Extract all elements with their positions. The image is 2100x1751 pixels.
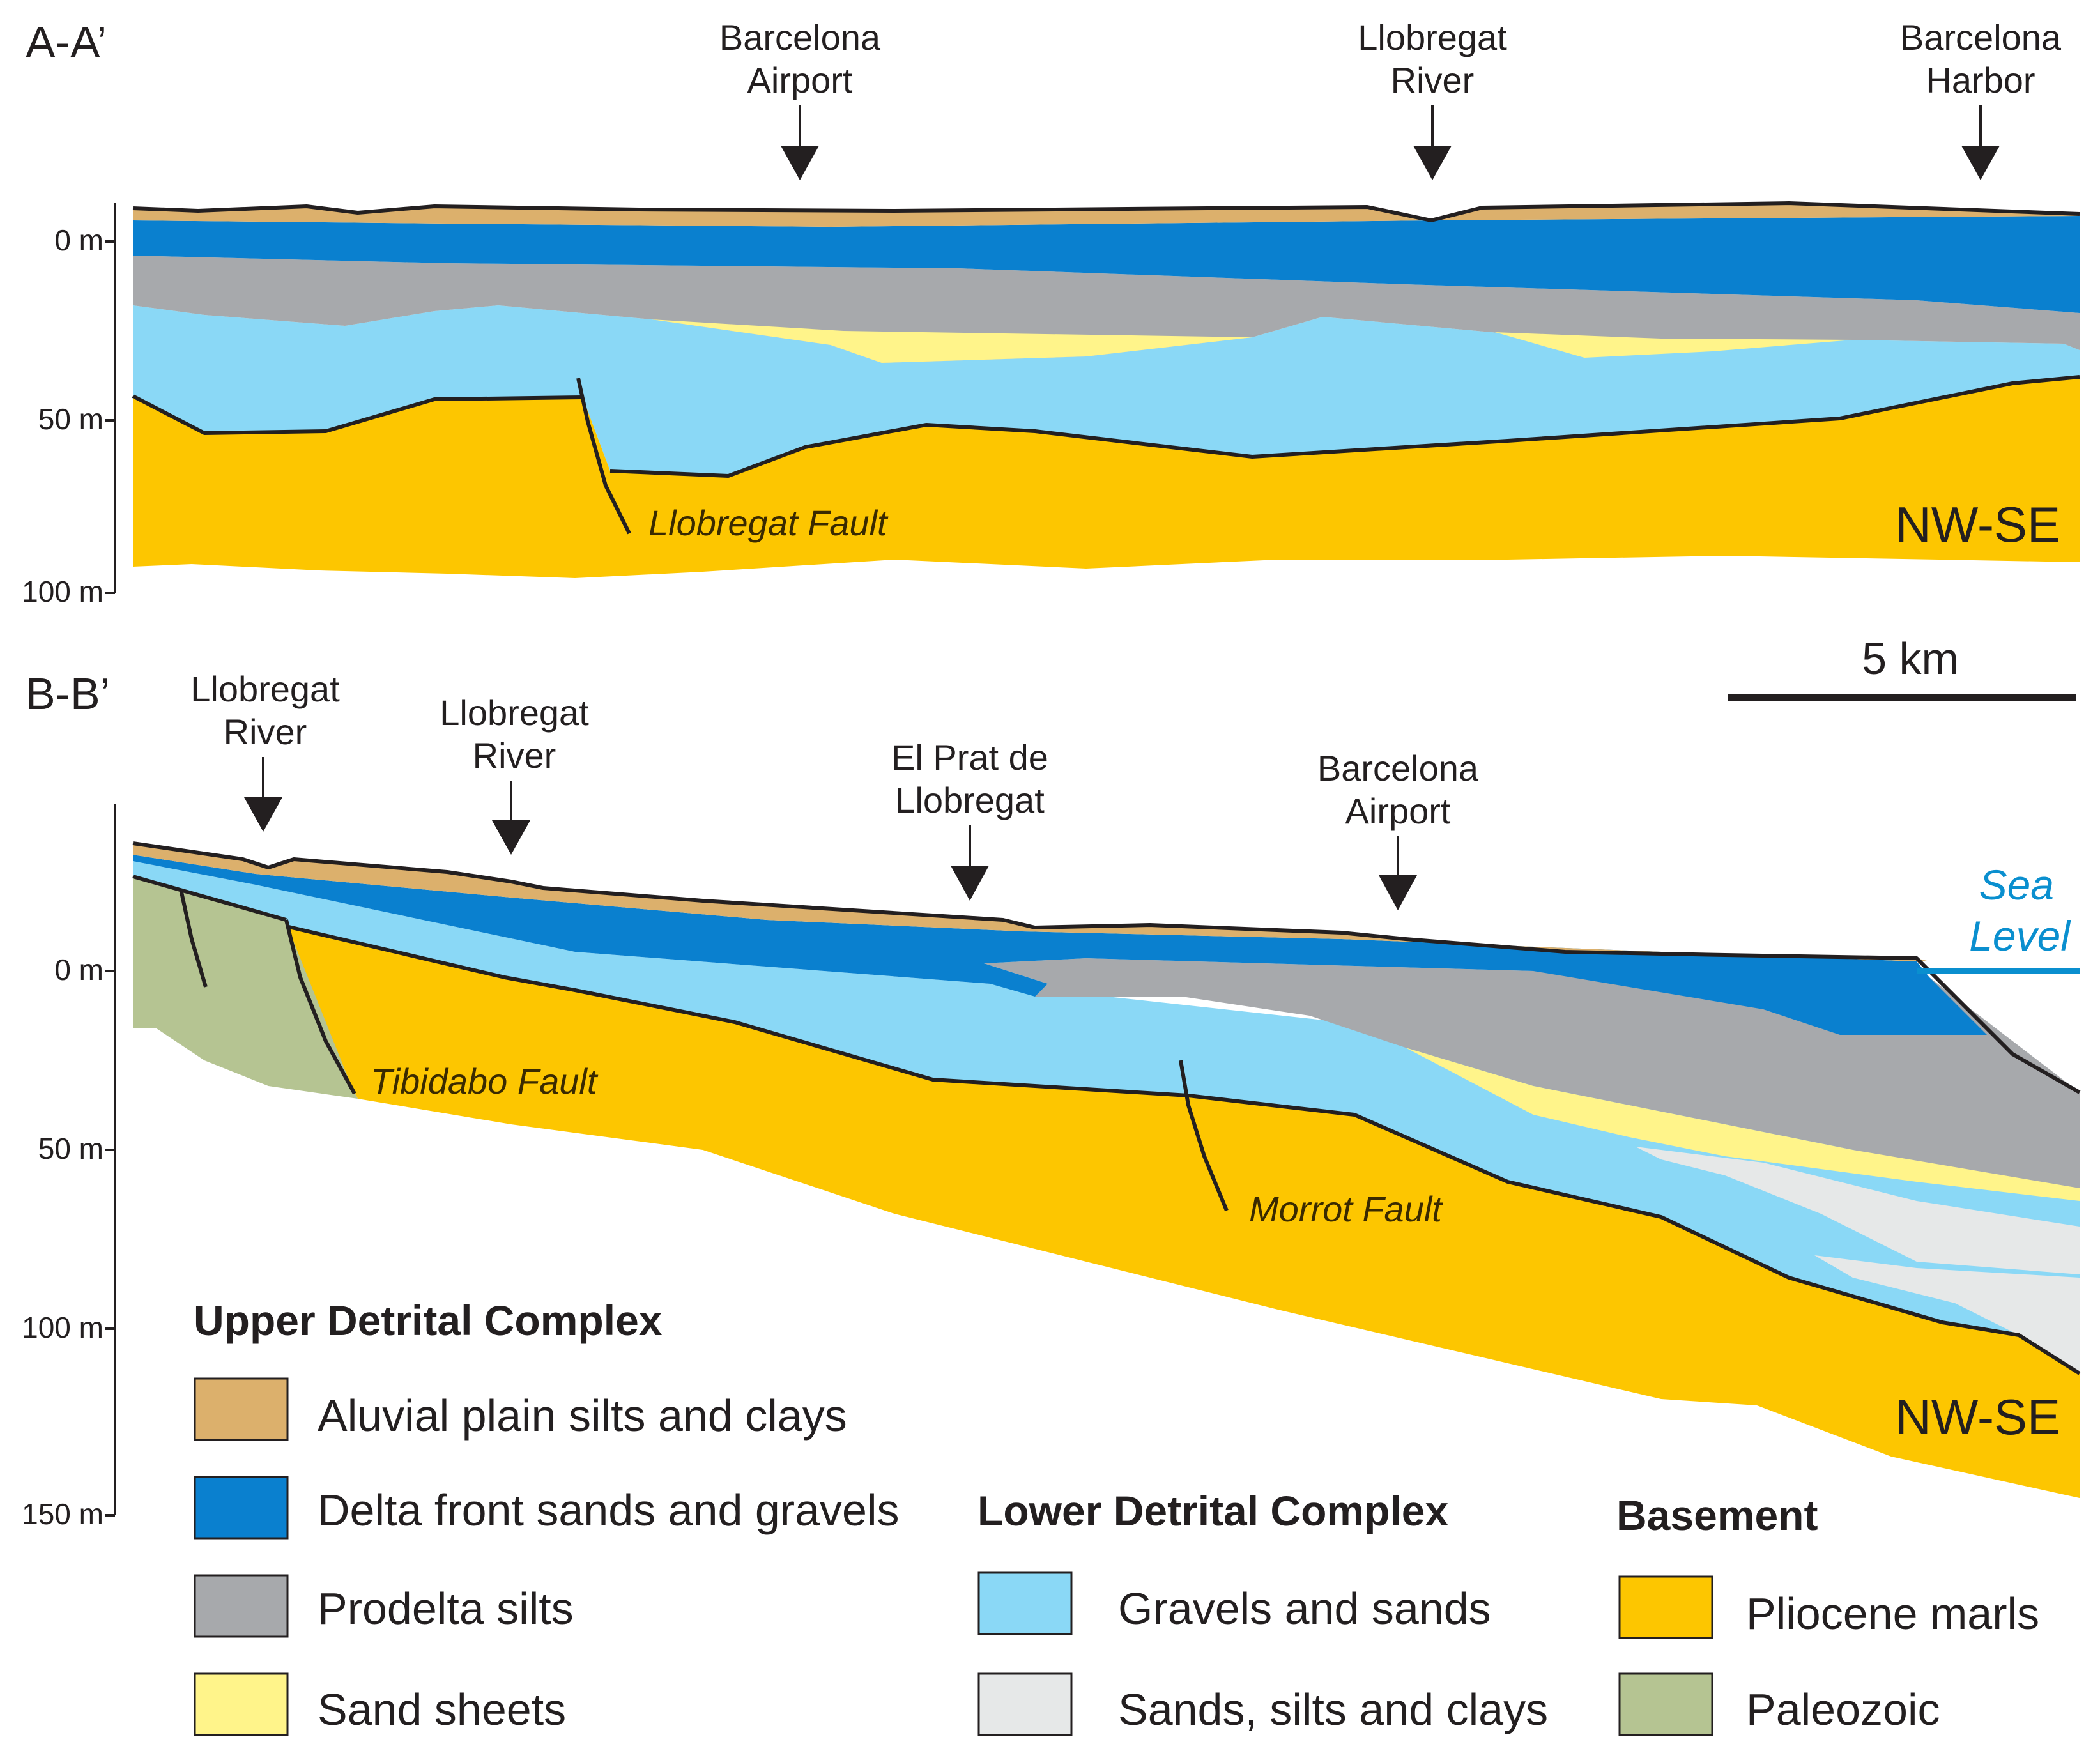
svg-text:River: River xyxy=(1391,60,1475,100)
legend-item-gravels-sands: Gravels and sands xyxy=(1118,1584,1491,1633)
b-sands-silts-clays-1 xyxy=(1636,1147,2080,1274)
sea-level-label-line1: Sea xyxy=(1979,861,2054,908)
a-depth-axis: 0 m 50 m 100 m xyxy=(22,203,116,608)
a-marker-barcelona-harbor: Barcelona Harbor xyxy=(1900,17,2062,180)
a-orientation-label: NW-SE xyxy=(1895,496,2060,553)
b-depth-axis: 0 m 50 m 100 m 150 m xyxy=(22,804,116,1531)
b-gravels-sands-layer xyxy=(133,861,2080,1373)
legend: Upper Detrital Complex Aluvial plain sil… xyxy=(194,1297,2039,1736)
tibidabo-fault-label: Tibidabo Fault xyxy=(371,1061,599,1101)
b-marker-el-prat: El Prat de Llobregat xyxy=(891,737,1048,901)
a-pliocene-layer xyxy=(133,377,2080,578)
legend-item-paleozoic: Paleozoic xyxy=(1746,1685,1940,1734)
svg-text:El Prat de: El Prat de xyxy=(891,737,1048,777)
svg-text:Barcelona: Barcelona xyxy=(1317,748,1479,788)
paleozoic-fault-line xyxy=(179,889,208,988)
b-marker-barcelona-airport: Barcelona Airport xyxy=(1317,748,1479,910)
b-sands-silts-clays-2 xyxy=(1814,1255,2080,1373)
swatch-paleozoic xyxy=(1618,1672,1713,1736)
swatch-pliocene xyxy=(1618,1575,1713,1639)
b-marker-llobregat-river-1: Llobregat River xyxy=(190,669,340,832)
a-tick-0: 0 m xyxy=(54,224,103,257)
a-tick-100: 100 m xyxy=(22,575,103,608)
a-surface-line xyxy=(132,201,2080,222)
legend-lower-detrital: Lower Detrital Complex Gravels and sands… xyxy=(977,1487,1548,1736)
svg-text:Harbor: Harbor xyxy=(1926,60,2035,100)
swatch-gravels-sands xyxy=(977,1571,1073,1635)
swatch-delta-front xyxy=(194,1476,289,1540)
morrot-fault-line xyxy=(1179,1060,1229,1212)
b-tick-0: 0 m xyxy=(54,953,103,986)
b-pliocene-layer xyxy=(286,926,2080,1498)
legend-heading-basement: Basement xyxy=(1616,1492,1818,1539)
a-sand-sheet-1 xyxy=(652,319,1252,363)
a-alluvial-layer xyxy=(133,203,2080,227)
legend-item-alluvial: Aluvial plain silts and clays xyxy=(318,1391,847,1441)
swatch-alluvial xyxy=(194,1377,289,1441)
svg-text:Airport: Airport xyxy=(1345,791,1451,831)
b-paleozoic-top-line xyxy=(132,875,287,922)
down-arrow-icon xyxy=(492,820,530,855)
legend-item-sands-silts-clays: Sands, silts and clays xyxy=(1118,1685,1548,1734)
llobregat-fault-line xyxy=(576,378,631,535)
b-surface-line xyxy=(132,841,2081,1094)
b-marker-llobregat-river-2: Llobregat River xyxy=(440,692,589,855)
svg-text:Barcelona: Barcelona xyxy=(719,17,881,57)
down-arrow-icon xyxy=(1413,146,1452,180)
tibidabo-fault-line xyxy=(284,919,356,1095)
b-tick-150: 150 m xyxy=(22,1497,103,1531)
legend-item-prodelta: Prodelta silts xyxy=(318,1584,574,1633)
b-basement-top-line xyxy=(286,924,2081,1375)
svg-text:Llobregat: Llobregat xyxy=(190,669,340,709)
svg-text:Barcelona: Barcelona xyxy=(1900,17,2062,57)
swatch-prodelta xyxy=(194,1574,289,1638)
svg-text:River: River xyxy=(473,735,556,776)
legend-heading-upper: Upper Detrital Complex xyxy=(194,1297,663,1344)
scale-bar: 5 km xyxy=(1728,634,2076,701)
section-a-title: A-A’ xyxy=(26,17,107,67)
b-tick-50: 50 m xyxy=(38,1132,103,1165)
svg-text:Llobregat: Llobregat xyxy=(440,692,589,733)
legend-upper-detrital: Upper Detrital Complex Aluvial plain sil… xyxy=(194,1297,900,1736)
svg-text:Llobregat: Llobregat xyxy=(895,780,1045,820)
down-arrow-icon xyxy=(1379,875,1417,910)
b-orientation-label: NW-SE xyxy=(1895,1389,2060,1445)
b-delta-front-layer xyxy=(133,855,1987,1035)
a-delta-front-layer xyxy=(133,216,2080,313)
sea-level-label-line2: Level xyxy=(1969,912,2071,960)
swatch-sand-sheets xyxy=(194,1672,289,1736)
a-marker-barcelona-airport: Barcelona Airport xyxy=(719,17,881,180)
section-a: A-A’ Llobregat Fault 0 m 50 m 100 m xyxy=(22,17,2080,608)
legend-item-delta-front: Delta front sands and gravels xyxy=(318,1485,900,1535)
a-sand-sheet-2 xyxy=(1495,332,1853,358)
legend-basement: Basement Pliocene marls Paleozoic xyxy=(1616,1492,2039,1736)
a-basement-top-line xyxy=(132,375,2080,478)
svg-text:River: River xyxy=(224,712,307,752)
legend-item-sand-sheets: Sand sheets xyxy=(318,1685,566,1734)
down-arrow-icon xyxy=(781,146,819,180)
b-sand-sheet xyxy=(1406,1048,2080,1201)
swatch-sands-silts-clays xyxy=(977,1672,1073,1736)
legend-heading-lower: Lower Detrital Complex xyxy=(977,1487,1448,1534)
svg-text:Llobregat: Llobregat xyxy=(1358,17,1507,57)
b-tick-100: 100 m xyxy=(22,1311,103,1344)
scale-bar-label: 5 km xyxy=(1862,634,1959,684)
a-tick-50: 50 m xyxy=(38,402,103,436)
llobregat-fault-label: Llobregat Fault xyxy=(648,503,889,543)
a-marker-llobregat-river: Llobregat River xyxy=(1358,17,1507,180)
section-b: B-B’ Tibidabo Fault Morrot Fault Sea Lev… xyxy=(22,669,2081,1531)
down-arrow-icon xyxy=(1961,146,2000,180)
section-b-title: B-B’ xyxy=(26,669,110,719)
svg-text:Airport: Airport xyxy=(747,60,853,100)
down-arrow-icon xyxy=(244,797,282,832)
down-arrow-icon xyxy=(951,866,989,901)
legend-item-pliocene: Pliocene marls xyxy=(1746,1589,2039,1639)
morrot-fault-label: Morrot Fault xyxy=(1249,1189,1443,1229)
